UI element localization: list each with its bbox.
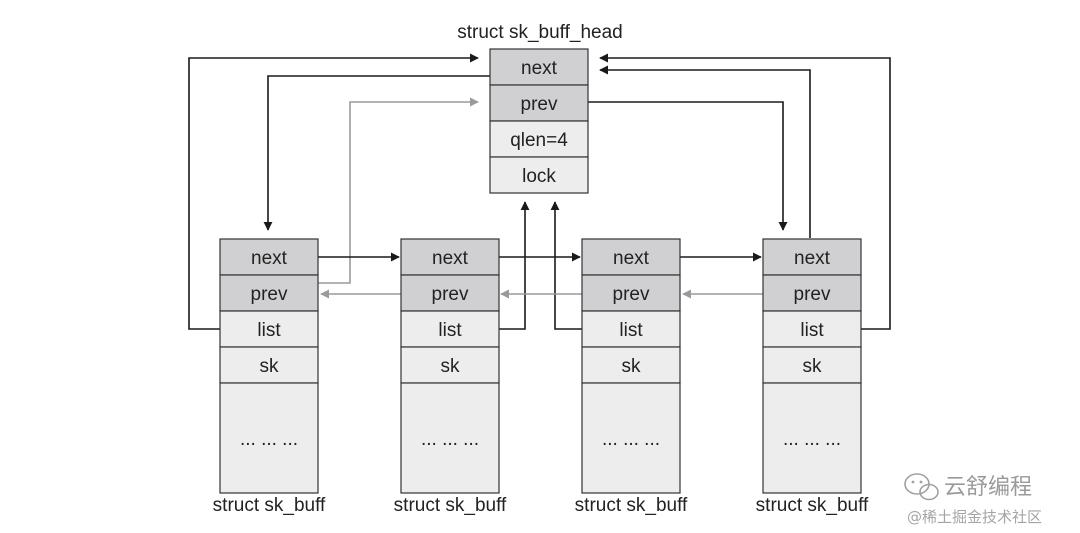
buf1-cell-bg	[219, 274, 319, 312]
buf4-cell-bg	[762, 274, 862, 312]
buf4-field-label: next	[794, 248, 831, 269]
arrow-buf3-list-to-head	[550, 201, 582, 330]
buf2-field-label: sk	[441, 356, 461, 377]
buf2-cell-bg	[400, 238, 500, 276]
sk-buff-struct-2: next prev list sk ... ... ... struct sk_buff	[394, 238, 507, 516]
buf1-field-label: ... ... ...	[240, 429, 298, 450]
buf3-field-label: ... ... ...	[602, 429, 660, 450]
buf3-field-label: sk	[622, 356, 642, 377]
head-field-next: next	[489, 48, 589, 86]
arrow-buf4-list-to-head	[599, 53, 891, 330]
buf1-cell-bg	[219, 382, 319, 494]
head-field-label: lock	[522, 166, 556, 187]
buf3-field-next: next	[581, 238, 681, 276]
buf2-field-ellipsis: ... ... ...	[400, 382, 500, 494]
buf3-cell-bg	[581, 238, 681, 276]
buf2-field-prev: prev	[400, 274, 500, 312]
sk-buff-struct-1: next prev list sk ... ... ... struct sk_buff	[213, 238, 326, 516]
buf4-cell-bg	[762, 382, 862, 494]
buf2-field-label: next	[432, 248, 469, 269]
head-field-label: qlen=4	[510, 130, 568, 151]
arrow-buf1-list-to-head	[188, 53, 479, 330]
buf1-field-label: prev	[251, 284, 288, 305]
buf4-cell-bg	[762, 310, 862, 348]
buf1-field-ellipsis: ... ... ...	[219, 382, 319, 494]
sk-buff-head-struct: struct sk_buff_head next prev qlen=4 lock	[457, 22, 623, 194]
arrow-head-prev-to-buf4	[588, 101, 788, 231]
buf4-field-label: sk	[803, 356, 823, 377]
buf1-field-label: list	[257, 320, 281, 341]
buf2-cell-bg	[400, 382, 500, 494]
buf2-field-sk: sk	[400, 346, 500, 384]
pointer-arrows	[188, 53, 891, 330]
buf4-field-label: ... ... ...	[783, 429, 841, 450]
buf1-field-list: list	[219, 310, 319, 348]
buf3-field-sk: sk	[581, 346, 681, 384]
head-cell-bg	[489, 120, 589, 158]
head-field-qlen-4: qlen=4	[489, 120, 589, 158]
buf2-field-label: list	[438, 320, 462, 341]
buf3-field-label: list	[619, 320, 643, 341]
buf2-cell-bg	[400, 310, 500, 348]
buf3-field-list: list	[581, 310, 681, 348]
buf1-cell-bg	[219, 346, 319, 384]
buf3-cell-bg	[581, 274, 681, 312]
buf4-field-prev: prev	[762, 274, 862, 312]
buf3-field-ellipsis: ... ... ...	[581, 382, 681, 494]
buf4-cell-bg	[762, 346, 862, 384]
head-field-lock: lock	[489, 156, 589, 194]
head-field-label: next	[521, 58, 558, 79]
arrow-buf1-prev-to-head-prev	[318, 97, 479, 284]
buf2-field-label: prev	[432, 284, 469, 305]
arrow-buf4-next-to-head	[599, 65, 811, 238]
watermark-main: 云舒编程	[944, 475, 1032, 500]
head-field-label: prev	[521, 94, 558, 115]
head-field-prev: prev	[489, 84, 589, 122]
head-cell-bg	[489, 156, 589, 194]
buf2-field-label: ... ... ...	[421, 429, 479, 450]
arrow-buf2-list-to-head	[498, 201, 530, 330]
buf4-field-sk: sk	[762, 346, 862, 384]
sk-buff-caption: struct sk_buff	[394, 495, 507, 516]
buf1-field-prev: prev	[219, 274, 319, 312]
buf1-cell-bg	[219, 238, 319, 276]
watermark: 云舒编程 @稀土掘金技术社区	[904, 473, 1042, 526]
buf1-field-label: next	[251, 248, 288, 269]
arrow-head-next-to-buf1	[263, 75, 490, 231]
buf3-field-label: next	[613, 248, 650, 269]
buf4-field-label: list	[800, 320, 824, 341]
buf2-cell-bg	[400, 274, 500, 312]
head-fields: next prev qlen=4 lock	[489, 48, 589, 194]
sk-buff-struct-3: next prev list sk ... ... ... struct sk_buff	[575, 238, 688, 516]
wechat-icon	[904, 473, 939, 501]
buf3-field-label: prev	[613, 284, 650, 305]
buf4-field-next: next	[762, 238, 862, 276]
buf3-cell-bg	[581, 382, 681, 494]
buf4-field-ellipsis: ... ... ...	[762, 382, 862, 494]
buf1-field-label: sk	[260, 356, 280, 377]
sk-buff-struct-4: next prev list sk ... ... ... struct sk_buff	[756, 238, 869, 516]
head-title: struct sk_buff_head	[457, 22, 622, 43]
buf3-field-prev: prev	[581, 274, 681, 312]
buf2-field-list: list	[400, 310, 500, 348]
buf4-field-list: list	[762, 310, 862, 348]
sk-buff-caption: struct sk_buff	[756, 495, 869, 516]
buf1-field-next: next	[219, 238, 319, 276]
buf2-field-next: next	[400, 238, 500, 276]
buf1-cell-bg	[219, 310, 319, 348]
sk-buff-caption: struct sk_buff	[213, 495, 326, 516]
watermark-sub: @稀土掘金技术社区	[907, 508, 1042, 526]
head-cell-bg	[489, 84, 589, 122]
sk-buff-caption: struct sk_buff	[575, 495, 688, 516]
buf4-field-label: prev	[794, 284, 831, 305]
buf1-field-sk: sk	[219, 346, 319, 384]
